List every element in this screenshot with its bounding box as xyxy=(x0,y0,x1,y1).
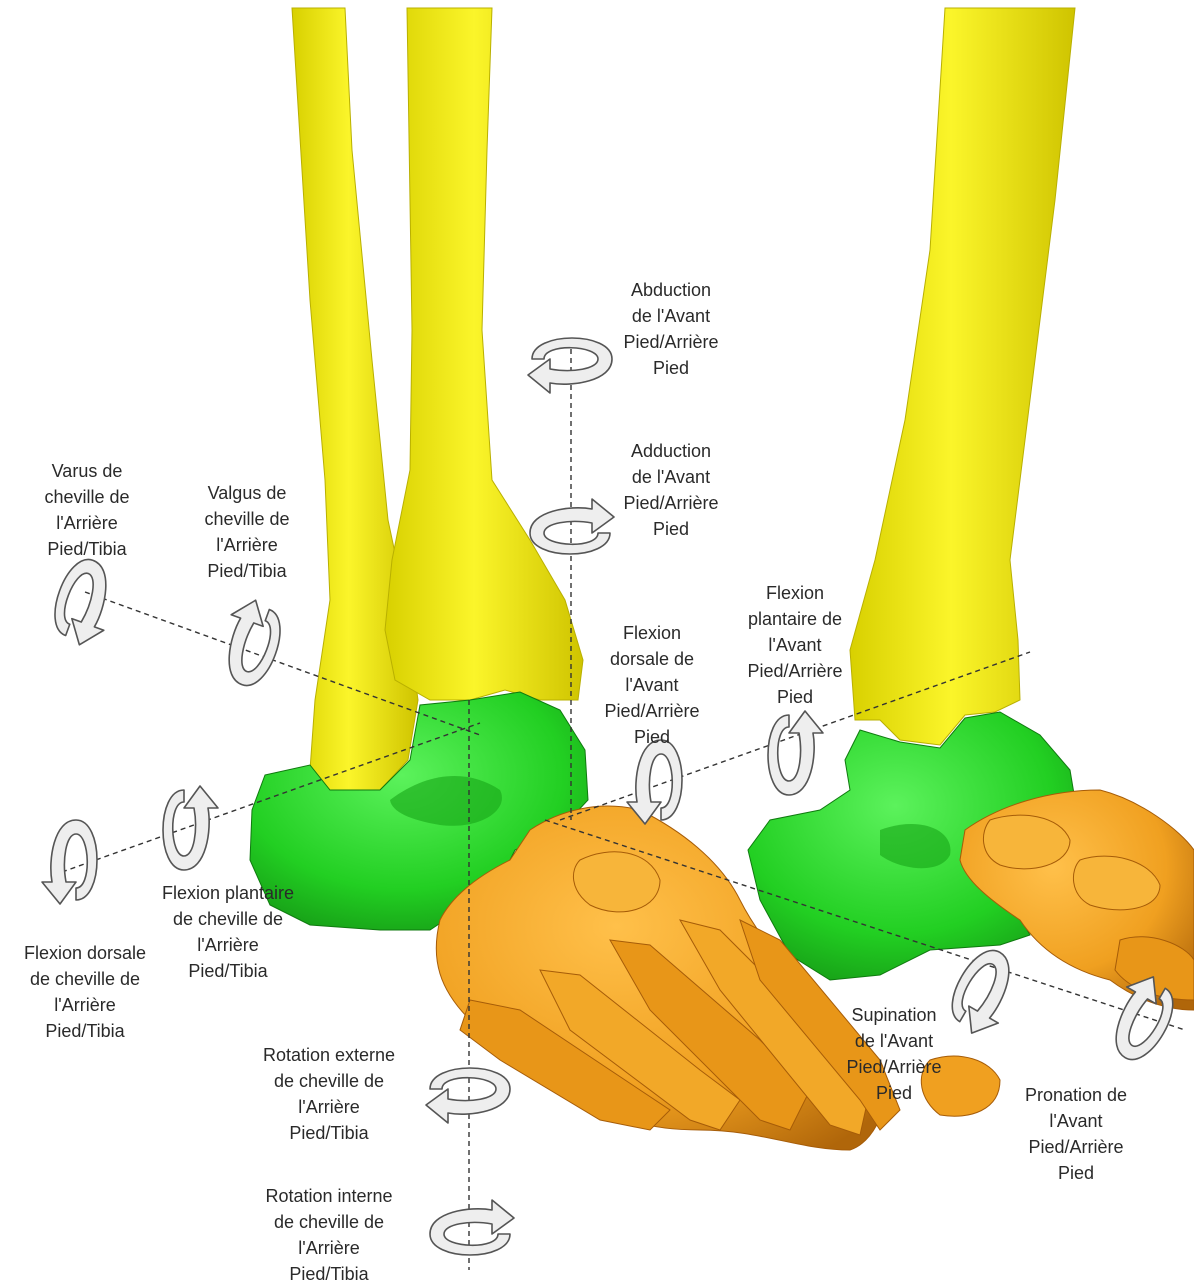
curved-rotation-arrow-icon xyxy=(430,1200,514,1255)
right-tibia xyxy=(850,8,1075,745)
label-flexion-plantaire-cheville: Flexion plantaire de cheville de l'Arriè… xyxy=(140,880,316,984)
left-tibia xyxy=(385,8,583,700)
curved-rotation-arrow-icon xyxy=(426,1068,510,1123)
label-varus: Varus de cheville de l'Arrière Pied/Tibi… xyxy=(22,458,152,562)
curved-rotation-arrow-icon xyxy=(768,711,823,795)
label-flexion-plantaire-avant: Flexion plantaire de l'Avant Pied/Arrièr… xyxy=(725,580,865,710)
label-rotation-externe: Rotation externe de cheville de l'Arrièr… xyxy=(236,1042,422,1146)
label-flexion-dorsale-avant: Flexion dorsale de l'Avant Pied/Arrière … xyxy=(584,620,720,750)
curved-rotation-arrow-icon xyxy=(163,786,218,870)
label-pronation: Pronation de l'Avant Pied/Arrière Pied xyxy=(1005,1082,1147,1186)
label-adduction: Adduction de l'Avant Pied/Arrière Pied xyxy=(600,438,742,542)
label-supination: Supination de l'Avant Pied/Arrière Pied xyxy=(826,1002,962,1106)
curved-rotation-arrow-icon xyxy=(42,820,97,904)
curved-rotation-arrow-icon xyxy=(210,594,290,692)
label-valgus: Valgus de cheville de l'Arrière Pied/Tib… xyxy=(180,480,314,584)
label-abduction: Abduction de l'Avant Pied/Arrière Pied xyxy=(600,277,742,381)
label-rotation-interne: Rotation interne de cheville de l'Arrièr… xyxy=(236,1183,422,1287)
curved-rotation-arrow-icon xyxy=(627,740,682,824)
